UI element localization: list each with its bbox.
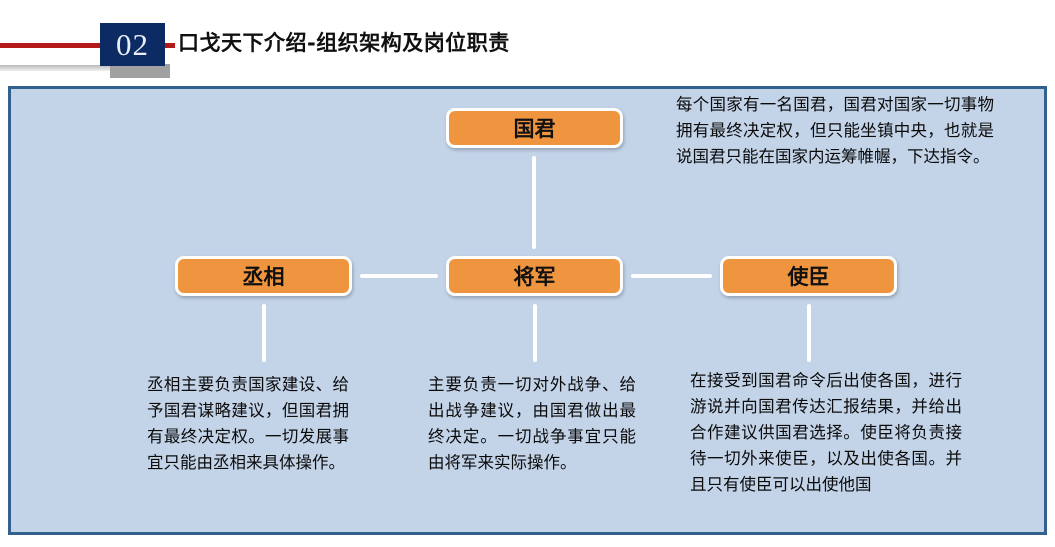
- description-chancellor: 丞相主要负责国家建设、给予国君谋略建议，但国君拥有最终决定权。一切发展事宜只能由…: [147, 375, 349, 472]
- org-node-chancellor[interactable]: 丞相: [175, 256, 352, 296]
- header-red-rule: [0, 43, 175, 48]
- connector-chancellor-to-description: [262, 304, 266, 362]
- description-general: 主要负责一切对外战争、给出战争建议，由国君做出最终决定。一切战争事宜只能由将军来…: [428, 375, 636, 472]
- description-king: 每个国家有一名国君，国君对国家一切事物拥有最终决定权，但只能坐镇中央，也就是说国…: [676, 95, 994, 166]
- org-node-king[interactable]: 国君: [446, 108, 623, 148]
- header-number-shadow: [110, 64, 170, 78]
- header-red-dash: [165, 43, 175, 48]
- description-envoy: 在接受到国君命令后出使各国，进行游说并向国君传达汇报结果，并给出合作建议供国君选…: [690, 371, 962, 494]
- org-node-general[interactable]: 将军: [446, 256, 623, 296]
- section-number-badge: 02: [100, 23, 165, 66]
- connector-general-to-description: [533, 304, 537, 362]
- header-gray-rule: [0, 65, 120, 71]
- content-panel: 国君 丞相 将军 使臣 每个国家有一名国君，国君对国家一切事物拥有最终决定权，但…: [8, 86, 1047, 535]
- connector-chancellor-to-general: [360, 274, 438, 278]
- org-node-envoy[interactable]: 使臣: [720, 256, 897, 296]
- connector-general-to-envoy: [631, 274, 712, 278]
- connector-envoy-to-description: [807, 304, 811, 362]
- page-title: 口戈天下介绍-组织架构及岗位职责: [178, 31, 510, 55]
- connector-king-to-general: [532, 156, 536, 249]
